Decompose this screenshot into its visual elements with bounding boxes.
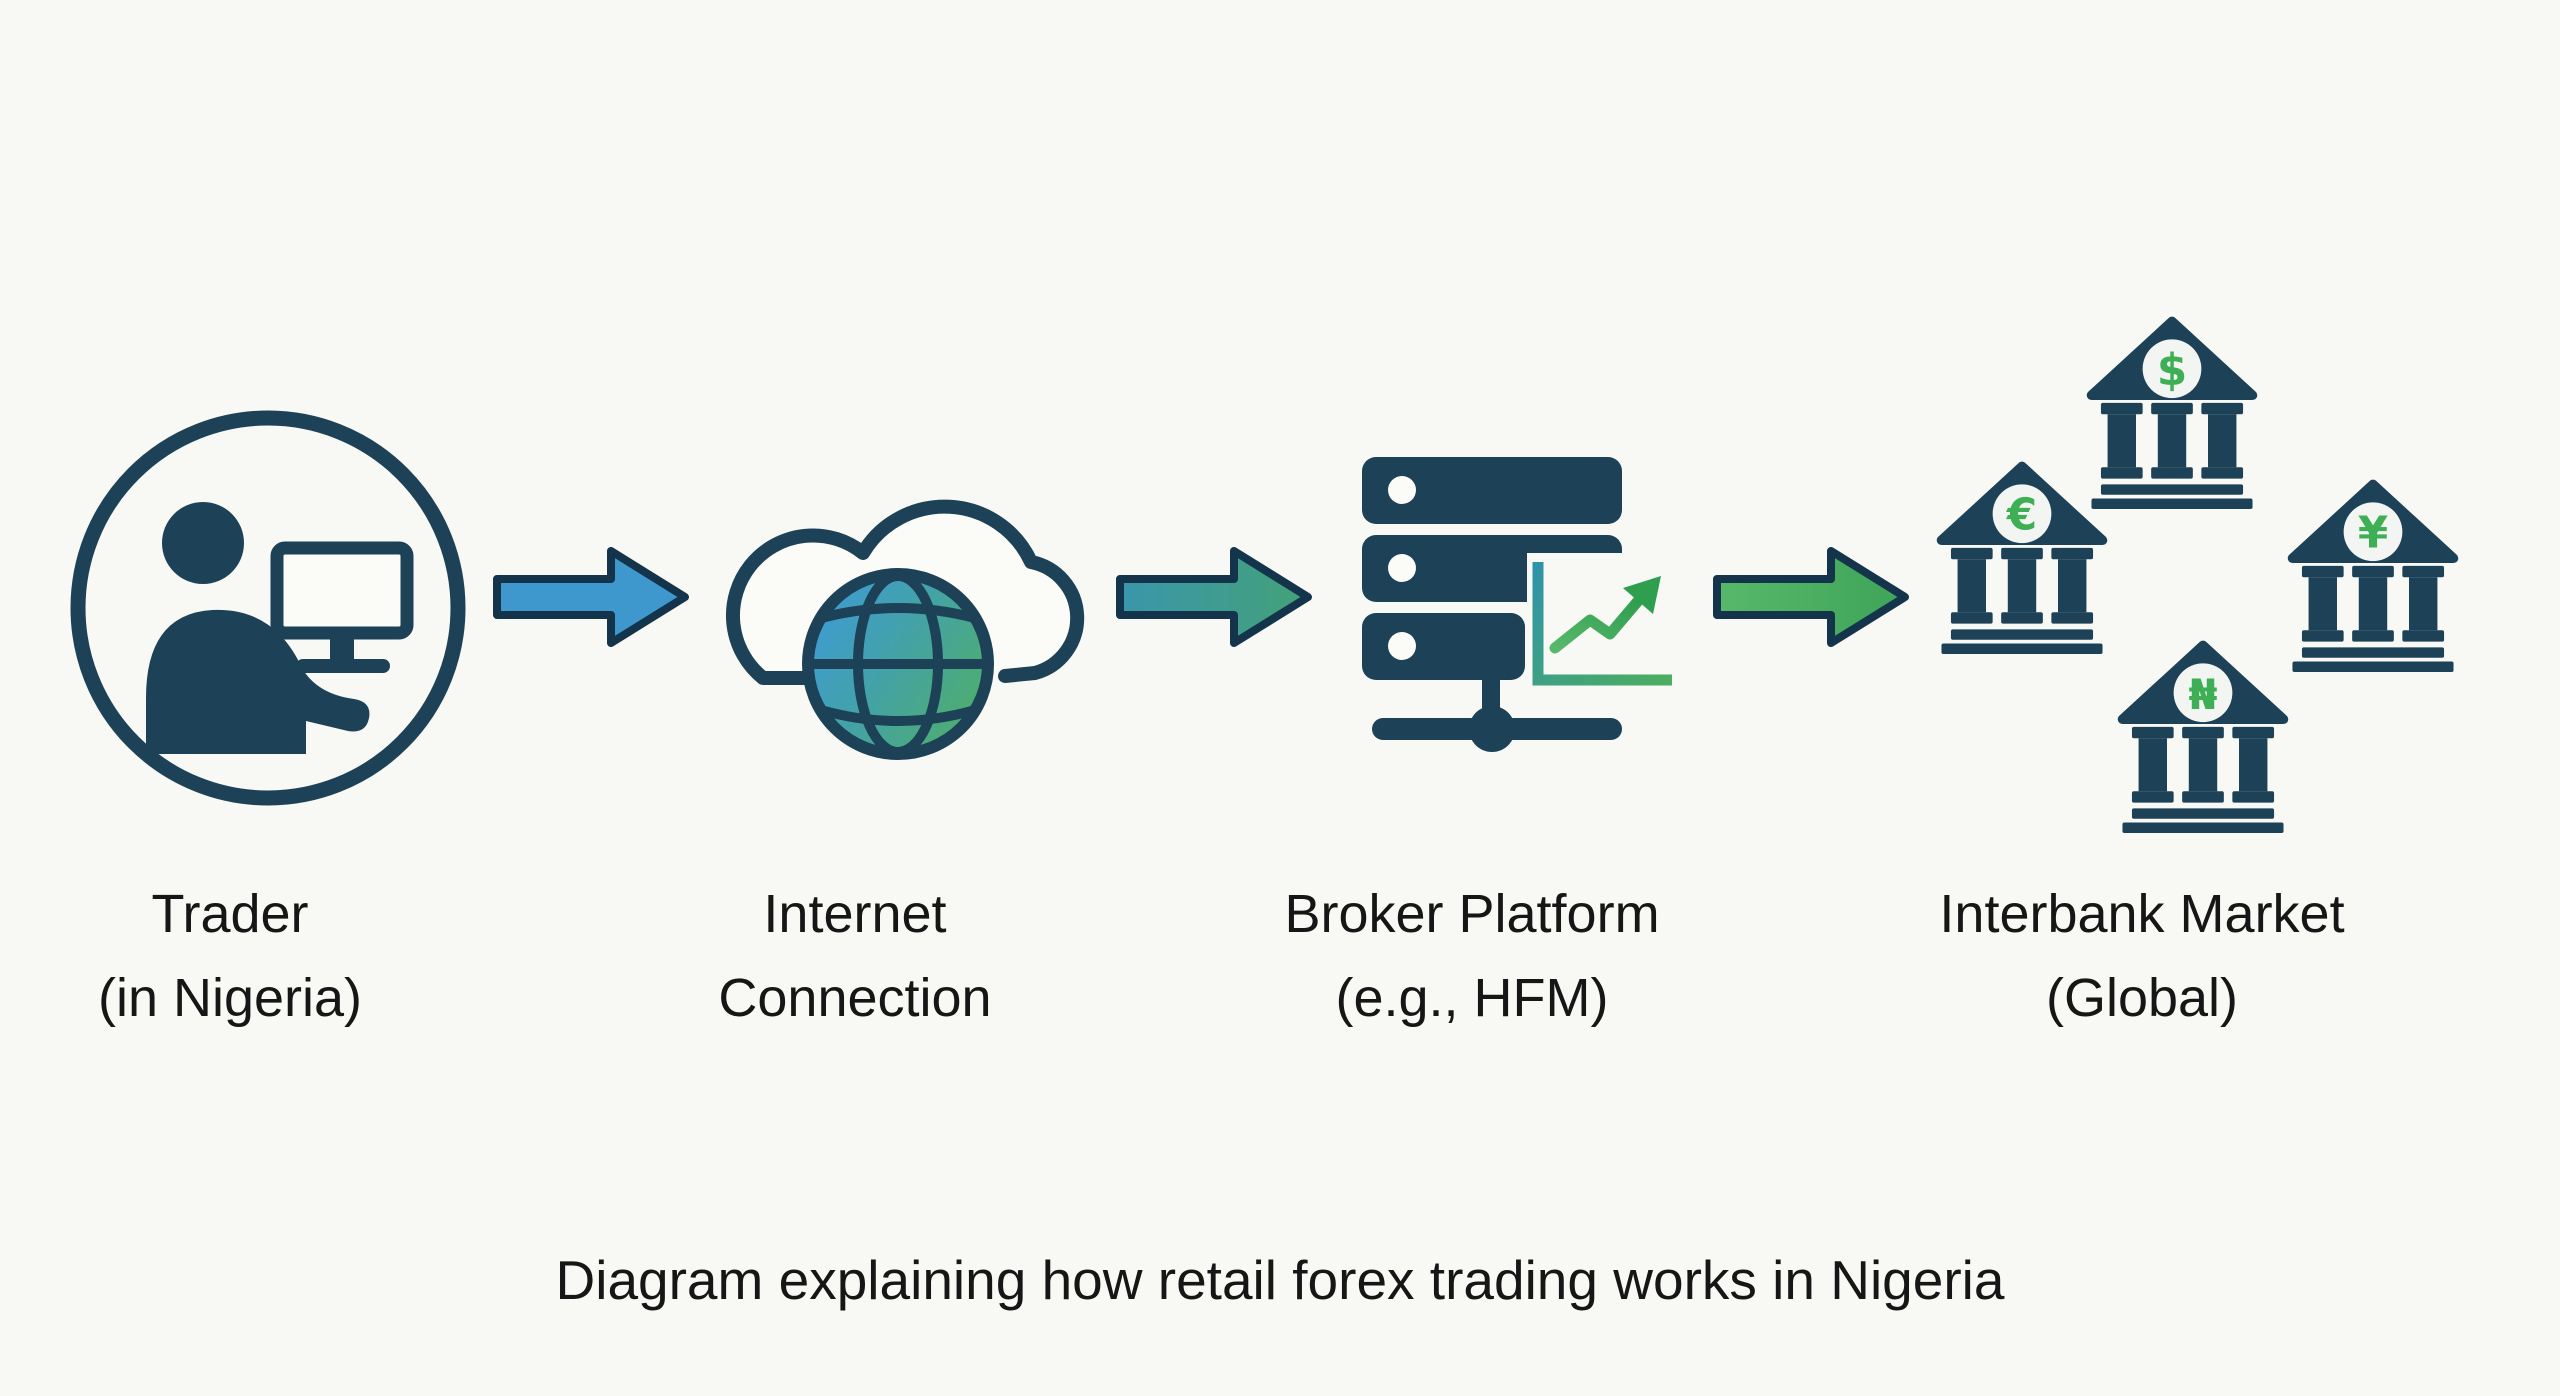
label-internet-line2: Connection [718,968,992,1028]
broker-server-icon [1362,457,1699,752]
label-broker-line1: Broker Platform [1284,884,1660,944]
network-icon [1372,678,1622,752]
server-icon [1362,457,1699,693]
label-interbank-line1: Interbank Market [1939,884,2345,944]
trader-circle-outline [70,410,466,806]
bank-icon-naira: ₦ [2117,640,2289,833]
currency-euro: € [2006,491,2037,541]
label-interbank-line2: (Global) [2045,968,2239,1028]
server-led [1388,554,1416,582]
internet-cloud-icon [725,499,1085,760]
label-trader-line1: Trader [151,884,309,944]
arrow-internet-to-broker-icon [1116,547,1312,647]
label-broker-line2: (e.g., HFM) [1335,968,1609,1028]
label-interbank: Interbank Market (Global) [1939,872,2344,1040]
label-trader-line2: (in Nigeria) [97,968,363,1028]
arrow-trader-to-internet-icon [493,547,689,647]
trader-icon [70,410,466,806]
currency-dollar: $ [2157,346,2187,396]
currency-naira: ₦ [2189,670,2218,719]
chart-up-icon [1532,562,1672,686]
globe-icon [802,568,994,760]
label-internet-line1: Internet [763,884,947,944]
label-internet: Internet Connection [718,872,991,1040]
bank-icon-euro: € [1936,461,2108,654]
diagram-caption: Diagram explaining how retail forex trad… [555,1249,2005,1311]
server-led [1388,632,1416,660]
person-icon [146,502,370,754]
bank-icon-yen: ¥ [2287,479,2459,672]
label-broker: Broker Platform (e.g., HFM) [1284,872,1659,1040]
arrow-broker-to-interbank-icon [1713,547,1909,647]
bank-icon-dollar: $ [2086,316,2258,509]
label-trader: Trader (in Nigeria) [98,872,362,1040]
server-led [1388,476,1416,504]
currency-yen: ¥ [2358,509,2388,559]
monitor-icon [270,541,414,673]
